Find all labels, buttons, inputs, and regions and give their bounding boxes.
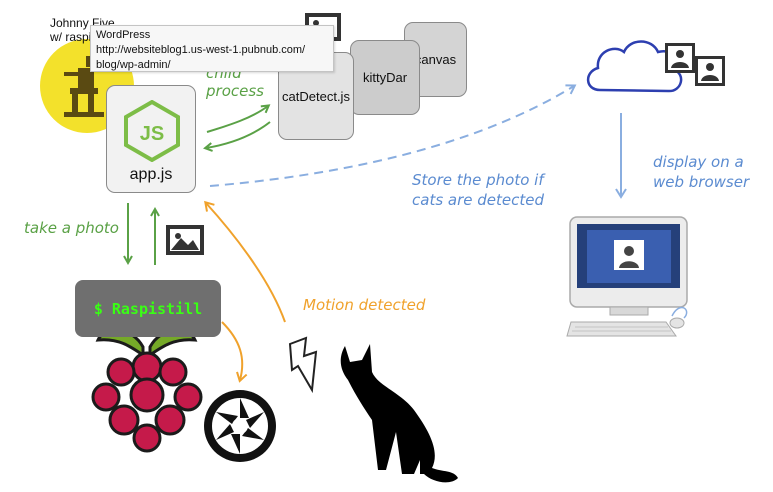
display-browser-line2: web browser [653, 173, 750, 191]
photo-icon-cloud-1 [665, 43, 695, 73]
photo-icon-app [166, 225, 204, 255]
raspistill-terminal: $ Raspistill [75, 280, 221, 337]
svg-text:JS: JS [140, 123, 164, 145]
cat-silhouette [340, 344, 458, 483]
motion-detected-label: Motion detected [303, 296, 426, 314]
catdetect-label: catDetect.js [282, 88, 350, 104]
store-photo-label: Store the photo if cats are detected [412, 170, 544, 210]
lightning-icon [288, 336, 318, 394]
photo-icon-cloud-2 [695, 56, 725, 86]
app-js-node[interactable]: JS app.js [106, 85, 196, 193]
take-photo-label: take a photo [24, 219, 119, 237]
child-process-line2: process [206, 82, 264, 100]
display-browser-line1: display on a [653, 153, 744, 171]
kittydar-label: kittyDar [362, 70, 408, 85]
nodejs-logo-icon: JS [124, 100, 180, 162]
tooltip-url-line1: http://websiteblog1.us-west-1.pubnub.com… [96, 44, 306, 56]
computer-icon [566, 216, 688, 337]
kittydar-node[interactable]: kittyDar [350, 40, 420, 115]
display-browser-label: display on a web browser [653, 152, 749, 192]
store-photo-arrow [209, 84, 577, 187]
store-photo-line1: Store the photo if [412, 171, 544, 189]
johnny-five-line2: w/ raspi [50, 30, 92, 44]
camera-aperture-icon [204, 390, 276, 462]
store-photo-line2: cats are detected [412, 191, 544, 209]
motion-arrows [204, 200, 286, 383]
canvas-label: canvas [414, 52, 457, 67]
app-js-label: app.js [129, 166, 173, 183]
take-photo-arrows [128, 203, 155, 265]
tooltip-title: WordPress [96, 29, 151, 41]
tooltip-url-line2: blog/wp-admin/ [96, 59, 171, 71]
link-tooltip: WordPress http://websiteblog1.us-west-1.… [90, 25, 334, 72]
child-process-arrows [206, 106, 271, 148]
raspberry-pi-logo [91, 328, 203, 453]
cloud-icon [586, 40, 683, 93]
raspistill-label: $ Raspistill [93, 299, 203, 318]
